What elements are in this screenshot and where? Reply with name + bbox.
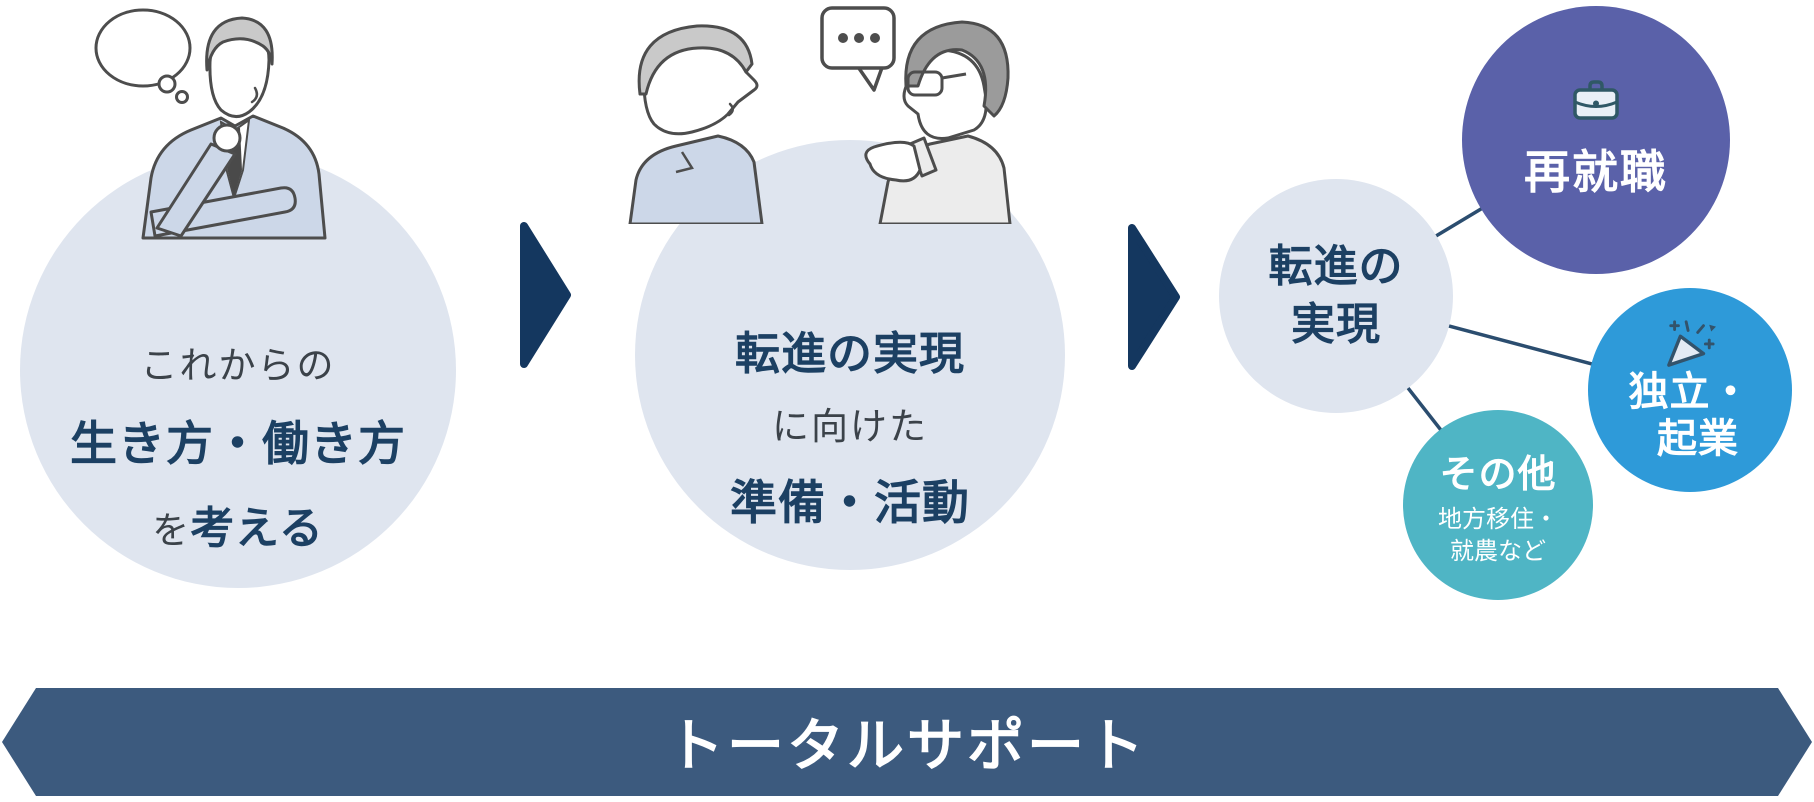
total-support-banner-shape <box>2 688 1812 796</box>
step1-line3: を考える <box>152 492 324 556</box>
outcome-other-sub: 地方移住・ 就農など <box>1438 504 1558 567</box>
step1-line3-emphasis: 考える <box>190 503 324 553</box>
outcome-other-label: その他 <box>1439 453 1557 496</box>
outcome-other-sub-line1: 地方移住・ <box>1438 505 1558 533</box>
total-support-banner-label: トータルサポート <box>667 714 1147 778</box>
step1-line1: これからの <box>140 344 336 386</box>
glasses-icon <box>906 70 967 97</box>
step2-line1: 転進の実現 <box>734 328 965 379</box>
step2-line2: に向けた <box>772 406 928 447</box>
conversation-illustration <box>628 6 1012 224</box>
party-popper-icon <box>1667 320 1716 367</box>
step1-line2: 生き方・働き方 <box>70 416 406 470</box>
thought-bubble-icon <box>94 8 192 104</box>
outcome-independence-circle: 独立・ 起業 <box>1588 288 1792 492</box>
step2-line3: 準備・活動 <box>730 476 970 529</box>
thinking-person-illustration <box>94 8 327 240</box>
flow-arrow-1-icon <box>520 222 571 368</box>
hub-line1: 転進の <box>1268 241 1404 291</box>
speech-bubble-icon <box>820 6 896 92</box>
flow-arrow-2-icon <box>1128 224 1180 370</box>
outcome-independence-line2: 起業 <box>1657 417 1739 461</box>
step1-line3-prefix: を <box>152 509 191 551</box>
hub-line2: 実現 <box>1291 300 1381 349</box>
outcome-other-circle: その他 地方移住・ 就農など <box>1403 410 1593 600</box>
outcome-reemployment-label: 再就職 <box>1524 146 1668 198</box>
outcome-reemployment-circle: 再就職 <box>1462 6 1730 274</box>
outcome-other-sub-line2: 就農など <box>1450 537 1546 565</box>
briefcase-icon <box>1573 80 1619 120</box>
outcome-independence-line1: 独立・ <box>1628 369 1752 414</box>
hub-circle: 転進の 実現 <box>1219 179 1453 413</box>
